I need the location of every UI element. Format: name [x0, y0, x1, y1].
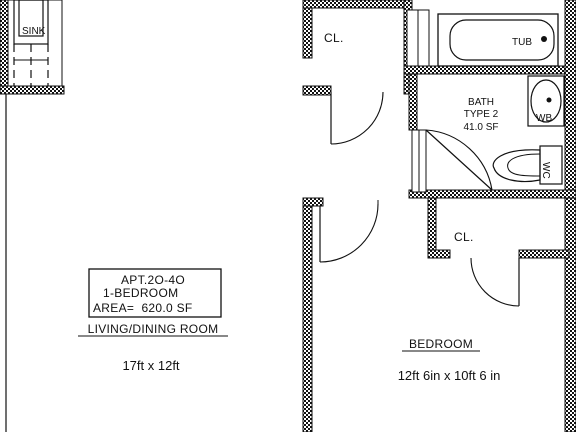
apartment-info-box [88, 268, 222, 318]
bath-type: TYPE 2 [464, 109, 499, 120]
closet-bedroom-label: CL. [454, 230, 474, 244]
wall-closet-bottom-left [302, 85, 332, 96]
wall-right [564, 0, 576, 432]
closet-door-swing [330, 91, 384, 145]
wall-bath-left [408, 73, 418, 131]
wall-bedroom-closet-bottom-left [427, 249, 451, 259]
tub-label: TUB [512, 37, 532, 48]
bedroom-dimensions: 12ft 6in x 10ft 6 in [398, 368, 501, 383]
wall-kitchen-bottom [0, 85, 65, 95]
bedroom-closet-door-swing [470, 257, 520, 307]
bedroom-name: BEDROOM [409, 337, 473, 351]
bath-name: BATH [468, 97, 494, 108]
sink-inner [18, 0, 44, 37]
wall-center-bottom [302, 199, 313, 432]
wall-left-upper [0, 0, 9, 95]
bath-door-swing [425, 129, 493, 191]
toilet-label: WC [540, 162, 551, 179]
wall-closet-top [302, 0, 410, 9]
washbasin [527, 75, 565, 127]
wall-bedroom-closet-left [427, 197, 437, 259]
toilet [492, 145, 563, 185]
closet-top-label: CL. [324, 31, 344, 45]
living-room-dimensions: 17ft x 12ft [122, 358, 179, 373]
bathtub [437, 13, 559, 67]
bath-door-leaf[interactable] [425, 129, 493, 191]
wall-bedroom-door-jamb [302, 197, 324, 207]
bath-area: 41.0 SF [463, 122, 498, 133]
washbasin-label: WB [536, 113, 552, 124]
wall-bath-top [403, 65, 576, 75]
bedroom-door-swing [319, 203, 379, 263]
wall-center-top [302, 0, 313, 59]
living-room-name: LIVING/DINING ROOM [88, 322, 219, 336]
apartment-area: AREA= 620.0 SF [93, 301, 193, 315]
sink-label: SINK [22, 26, 46, 37]
apartment-type: 1-BEDROOM [103, 286, 178, 300]
apartment-unit: APT.2O-4O [121, 273, 185, 287]
wall-bedroom-closet-bottom-right [518, 249, 570, 259]
wall-bath-bottom [408, 189, 576, 199]
kitchen-counter [0, 0, 63, 89]
